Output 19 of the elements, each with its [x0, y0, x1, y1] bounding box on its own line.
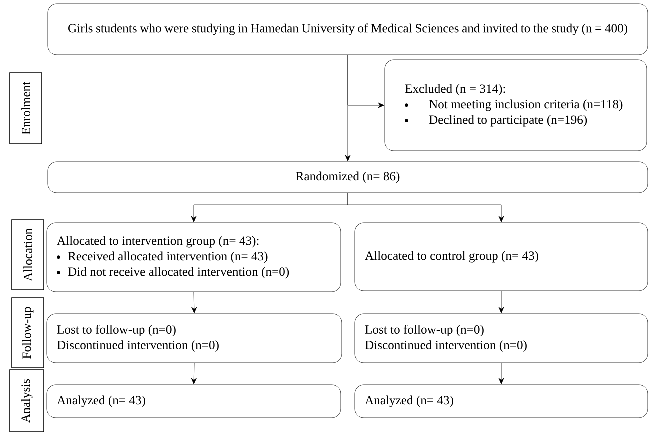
arrow	[192, 292, 198, 314]
arrow	[348, 55, 384, 108]
process-box: Analyzed (n= 43)	[46, 384, 342, 418]
process-box: Allocated to intervention group (n= 43): Received allocated intervention (n= 43) Did not receive allocated intervention (n=0)	[46, 222, 342, 292]
process-box: Girls students who were studying in Hamedan University of Medical Sciences and invited to the study (n = 400)	[48, 4, 648, 56]
arrow	[498, 363, 504, 384]
arrow	[498, 291, 504, 314]
process-box: Lost to follow-up (n=0) Discontinued intervention (n=0)	[354, 314, 648, 364]
stage-label-box: Enrolment	[10, 72, 42, 144]
arrow	[348, 193, 504, 222]
stage-label-box: Allocation	[12, 220, 44, 290]
process-box: Allocated to control group (n= 43)	[354, 222, 648, 292]
process-box: Lost to follow-up (n=0) Discontinued intervention (n=0)	[46, 314, 342, 364]
stage-label-box: Follow-up	[12, 298, 44, 368]
process-box: Analyzed (n= 43)	[354, 384, 648, 418]
arrow	[191, 363, 197, 384]
stage-label-box: Analysis	[10, 370, 44, 432]
process-box: Randomized (n= 86)	[48, 162, 648, 194]
exclusion-box: Excluded (n = 314): Not meeting inclusion criteria (n=118) Declined to participate (n=196)	[384, 60, 648, 152]
